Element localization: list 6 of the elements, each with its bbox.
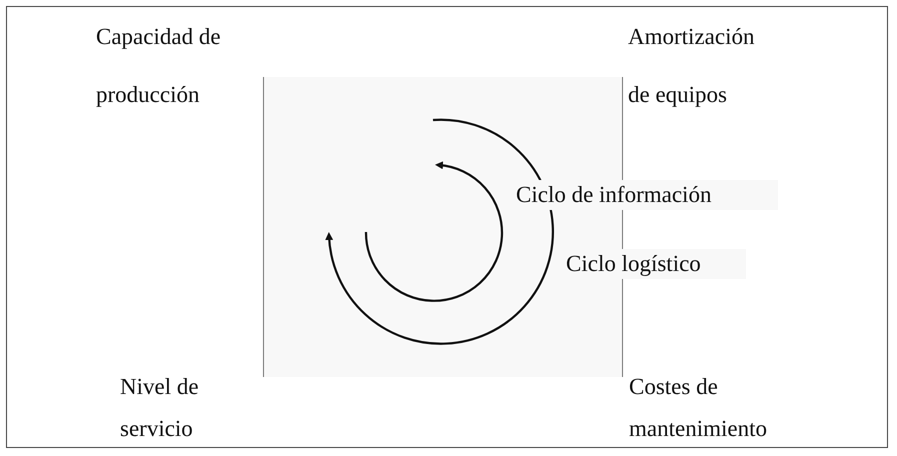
corner-label: Nivel de servicio: [120, 373, 200, 443]
corner-label: Costes de mantenimiento: [629, 373, 768, 443]
corner-label: Capacidad de producción: [96, 23, 222, 109]
corner-label: Amortización de equipos: [628, 23, 756, 109]
cycle-label: Ciclo de información: [516, 180, 778, 210]
cycle-label: Ciclo logístico: [566, 249, 746, 279]
